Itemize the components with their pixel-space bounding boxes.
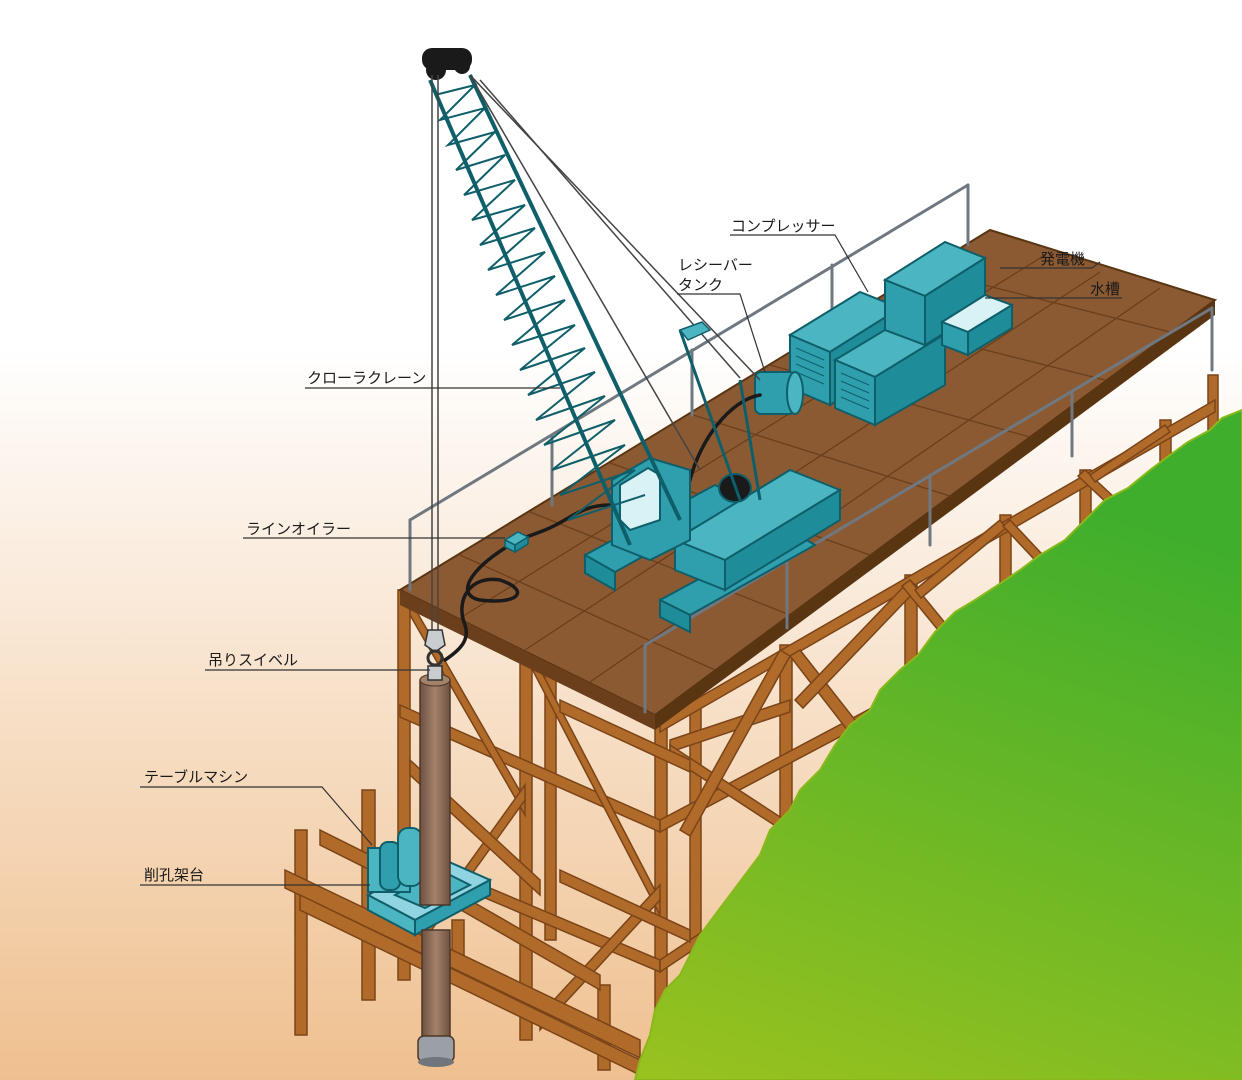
leader-lines (140, 234, 1122, 886)
label-receiver-tank-line2: タンク (678, 276, 723, 294)
line-oiler (503, 531, 530, 554)
swivel-hook (424, 629, 446, 681)
label-water-tank: 水槽 (1090, 280, 1120, 298)
table-machine (367, 827, 423, 893)
label-swivel: 吊りスイベル (208, 651, 298, 669)
leader-receiver-tank (677, 293, 766, 373)
grass-slope (633, 408, 1242, 1080)
callout-labels: クローラクレーン レシーバー タンク コンプレッサー 発電機 水槽 ラインオイラ… (144, 217, 1120, 884)
crane-boom (428, 74, 762, 546)
boom-tip-sheaves (422, 48, 472, 80)
label-compressor: コンプレッサー (731, 217, 836, 235)
generator-unit (882, 240, 988, 347)
receiver-tank (754, 371, 804, 415)
leader-table-machine (140, 786, 373, 846)
leader-compressor (730, 234, 869, 293)
label-receiver-tank-line1: レシーバー (678, 256, 753, 274)
label-line-oiler: ラインオイラー (246, 520, 351, 538)
drill-casing (417, 673, 455, 1067)
label-table-machine: テーブルマシン (144, 768, 248, 786)
label-drilling-stand: 削孔架台 (144, 866, 204, 884)
label-crawler-crane: クローラクレーン (307, 369, 426, 387)
water-tank (939, 293, 1015, 357)
crawler-crane (582, 456, 843, 634)
leader-generator (1000, 261, 1101, 269)
label-generator: 発電機 (1040, 250, 1085, 268)
receiver-arm (678, 321, 712, 341)
